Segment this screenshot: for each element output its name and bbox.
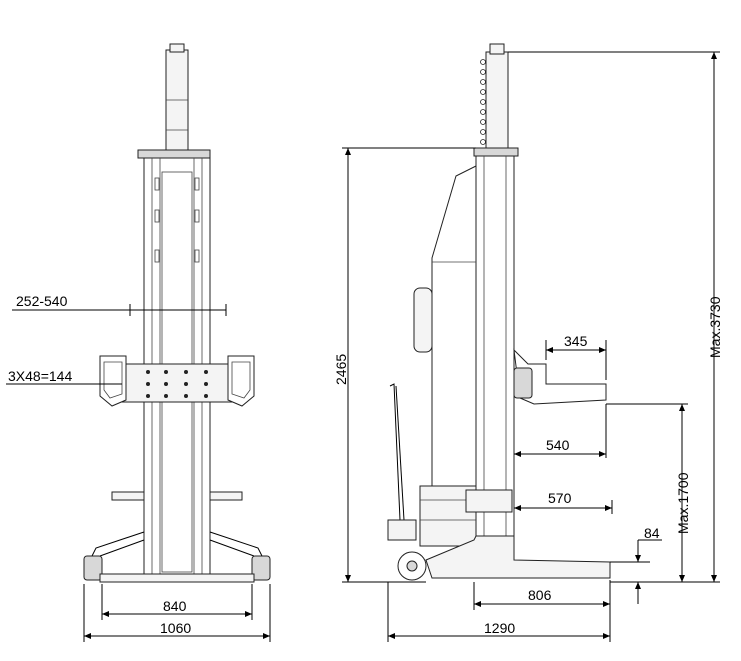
front-base-plate [99, 573, 255, 583]
front-wheel-right [251, 555, 271, 581]
side-fork [513, 348, 607, 405]
dim-overall-length-label: 1290 [484, 620, 515, 636]
dim-wheel-track-label: 840 [163, 598, 187, 614]
front-dimensions: 252-540 3X48=144 840 1060 [6, 293, 271, 642]
dim-min-height-label: 84 [644, 525, 660, 541]
dim-max-height-label: Max.3730 [707, 296, 723, 358]
dim-fork-length-label: 345 [564, 333, 588, 349]
side-pedal [387, 519, 417, 541]
dim-base-width-label: 1060 [160, 620, 191, 636]
side-base-leg [425, 535, 611, 579]
side-dimensions: 2465 Max.3730 345 540 570 Max.1700 84 [333, 51, 723, 642]
front-view [83, 43, 271, 583]
dim-fork-reach-label: 540 [546, 437, 570, 453]
front-wheel-left [83, 555, 103, 581]
dim-hole-pitch-label: 3X48=144 [8, 368, 72, 384]
dim-base-reach-label: 570 [548, 490, 572, 506]
side-motor [413, 287, 433, 353]
front-top-cap [137, 149, 211, 159]
side-view [387, 43, 611, 581]
dim-clamp-range-label: 252-540 [16, 293, 68, 309]
side-handle [389, 383, 401, 521]
side-top-cap [473, 147, 519, 157]
front-handle-left [111, 491, 145, 501]
side-chain [480, 59, 486, 145]
dim-column-height-label: 2465 [333, 354, 349, 385]
front-handle-right [209, 491, 243, 501]
front-carriage [121, 363, 233, 403]
dim-max-lift-label: Max.1700 [675, 472, 691, 534]
side-cylinder [485, 51, 509, 151]
side-housing [431, 165, 477, 487]
dim-base-length-label: 806 [528, 587, 552, 603]
